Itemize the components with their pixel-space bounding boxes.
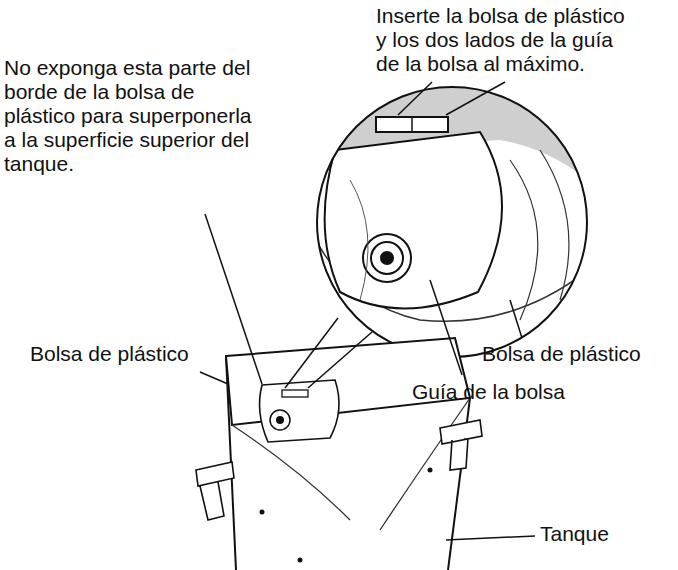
- callout-text: No exponga esta parte del borde de la bo…: [4, 56, 254, 176]
- tank-hole: [260, 510, 265, 515]
- leader-line: [430, 280, 462, 375]
- leader-line: [510, 300, 522, 338]
- zoom-line: [308, 332, 372, 388]
- leader-line: [446, 82, 505, 115]
- guide-hub: [276, 416, 284, 424]
- leader-line: [205, 214, 262, 384]
- guide-hub: [363, 234, 411, 282]
- bag-fold: [510, 160, 538, 320]
- leader-line: [200, 372, 228, 384]
- tank-hole: [428, 468, 433, 473]
- zoom-circle: [317, 87, 587, 357]
- callout-text: Inserte la bolsa de plástico y los dos l…: [376, 4, 626, 76]
- callout-text: Bolsa de plástico: [482, 342, 641, 366]
- bag-fold: [350, 180, 368, 300]
- leader-line: [398, 82, 432, 115]
- bag-guide-plate: [325, 132, 502, 309]
- callout-text: Tanque: [540, 522, 609, 546]
- zoom-line: [285, 318, 338, 388]
- bag-fold: [540, 150, 569, 300]
- guide-hub: [380, 251, 394, 265]
- guide-hub: [371, 242, 403, 274]
- callout-text: Bolsa de plástico: [30, 342, 189, 366]
- tank-latch: [196, 462, 234, 520]
- tank-latch: [440, 420, 482, 470]
- guide-tab: [376, 117, 448, 132]
- tank: [196, 338, 482, 570]
- callout-text: Guía de la bolsa: [412, 380, 565, 404]
- guide-hub: [270, 410, 290, 430]
- zoom-view: [300, 80, 610, 370]
- guide-tab: [282, 390, 308, 397]
- tank-hole: [298, 558, 303, 563]
- guide-tab-split: [411, 117, 413, 132]
- leader-line: [446, 536, 535, 540]
- bag-guide-plate: [260, 380, 339, 442]
